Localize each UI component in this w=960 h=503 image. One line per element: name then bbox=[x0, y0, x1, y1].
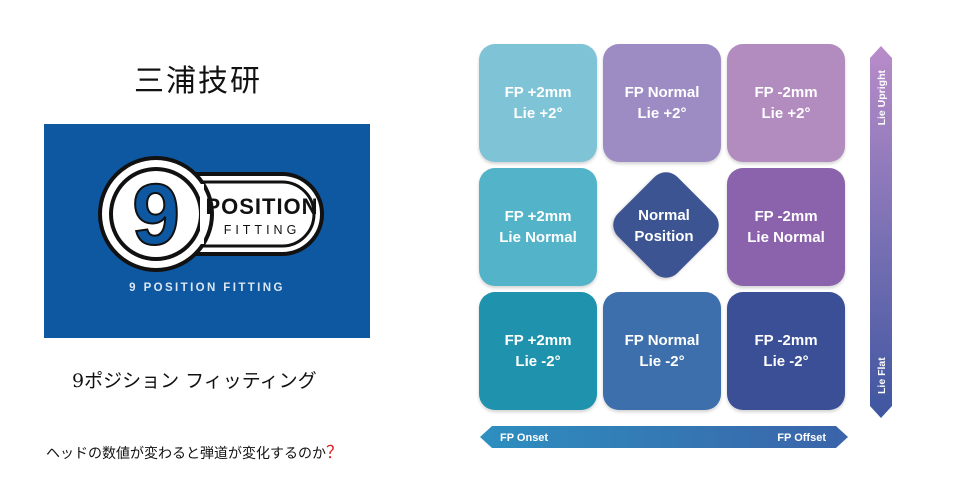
cell-line: Lie Normal bbox=[499, 229, 577, 246]
grid-cell-fp-plus-lie-minus: FP +2mm Lie -2° bbox=[479, 292, 597, 410]
fp-onset-label: FP Onset bbox=[500, 432, 548, 444]
cell-line: Lie -2° bbox=[515, 353, 561, 370]
grid-cell-fp-minus-lie-minus: FP -2mm Lie -2° bbox=[727, 292, 845, 410]
center-line: Position bbox=[634, 228, 694, 245]
question-body: ヘッドの数値が変わると弾道が変化するのか bbox=[46, 446, 326, 462]
question-mark: ？ bbox=[326, 443, 343, 463]
cell-line: Lie Normal bbox=[747, 229, 825, 246]
grid-cell-fp-normal-lie-plus: FP Normal Lie +2° bbox=[603, 44, 721, 162]
nine-position-logo: 9 POSITION FITTING bbox=[98, 156, 324, 272]
cell-line: Lie +2° bbox=[513, 105, 563, 122]
cell-line: FP -2mm bbox=[754, 208, 818, 225]
logo-word-position: POSITION bbox=[205, 194, 318, 219]
fp-axis-arrow: FP Onset FP Offset bbox=[480, 426, 848, 448]
logo-panel: 9 POSITION FITTING 9 POSITION FITTING bbox=[44, 124, 370, 338]
lie-flat-label: Lie Flat bbox=[876, 357, 888, 394]
cell-line: FP -2mm bbox=[754, 332, 818, 349]
cell-line: FP +2mm bbox=[504, 84, 572, 101]
cell-line: FP Normal bbox=[624, 332, 700, 349]
center-line: Normal bbox=[638, 207, 690, 224]
page-subtitle: 9ポジション フィッティング bbox=[72, 370, 317, 392]
cell-line: Lie -2° bbox=[763, 353, 809, 370]
cell-line: FP -2mm bbox=[754, 84, 818, 101]
cell-line: FP +2mm bbox=[504, 208, 572, 225]
logo-word-fitting: FITTING bbox=[224, 223, 301, 237]
grid-cell-fp-plus-lie-normal: FP +2mm Lie Normal bbox=[479, 168, 597, 286]
fp-offset-label: FP Offset bbox=[777, 432, 826, 444]
cell-line: Lie -2° bbox=[639, 353, 685, 370]
lie-axis-arrow: Lie Upright Lie Flat bbox=[870, 46, 892, 418]
grid-cell-fp-plus-lie-plus: FP +2mm Lie +2° bbox=[479, 44, 597, 162]
question-text: ヘッドの数値が変わると弾道が変化するのか？ bbox=[46, 438, 343, 463]
cell-line: FP +2mm bbox=[504, 332, 572, 349]
cell-line: FP Normal bbox=[624, 84, 700, 101]
lie-upright-label: Lie Upright bbox=[876, 70, 888, 126]
grid-cell-fp-normal-lie-minus: FP Normal Lie -2° bbox=[603, 292, 721, 410]
cell-line: Lie +2° bbox=[637, 105, 687, 122]
normal-position-label: Normal Position bbox=[604, 205, 724, 247]
logo-digit: 9 bbox=[132, 167, 180, 263]
grid-cell-fp-minus-lie-plus: FP -2mm Lie +2° bbox=[727, 44, 845, 162]
cell-line: Lie +2° bbox=[761, 105, 811, 122]
grid-cell-fp-minus-lie-normal: FP -2mm Lie Normal bbox=[727, 168, 845, 286]
brand-title: 三浦技研 bbox=[134, 64, 262, 99]
logo-caption: 9 POSITION FITTING bbox=[129, 282, 285, 294]
